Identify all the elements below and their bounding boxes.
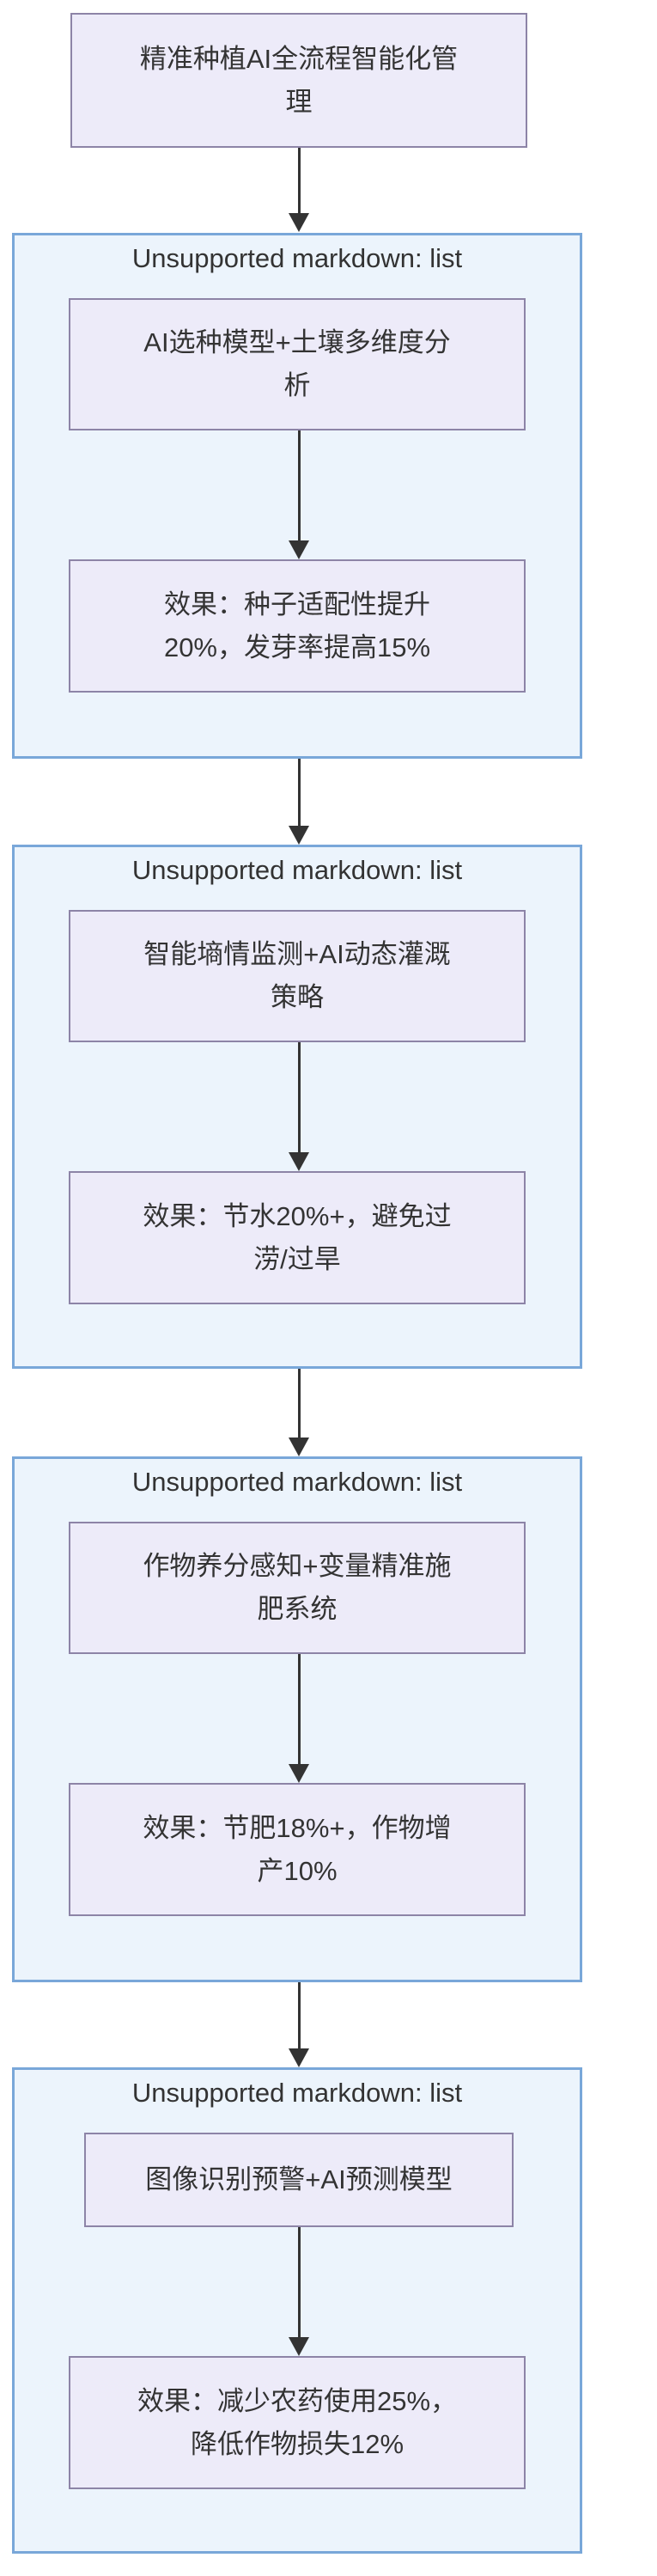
flow-arrow: [289, 2227, 309, 2356]
step-box: 图像识别预警+AI预测模型: [84, 2133, 514, 2227]
effect-box: 效果：种子适配性提升 20%，发芽率提高15%: [69, 559, 526, 693]
arrow-head-icon: [289, 2048, 309, 2067]
step-text-line: 作物养分感知+变量精准施: [143, 1551, 452, 1581]
arrow-head-icon: [289, 213, 309, 232]
arrow-shaft: [297, 1369, 301, 1439]
step-text-line: 智能墒情监测+AI动态灌溉: [143, 939, 451, 969]
arrow-shaft: [297, 430, 301, 542]
arrow-shaft: [297, 1654, 301, 1766]
effect-text-line: 效果：节肥18%+，作物增: [143, 1812, 452, 1843]
step-box: 智能墒情监测+AI动态灌溉 策略: [69, 910, 526, 1042]
unsupported-markdown-label: Unsupported markdown: list: [131, 243, 463, 273]
step-text-line: AI选种模型+土壤多维度分: [143, 327, 451, 357]
arrow-head-icon: [289, 1438, 309, 1456]
arrow-shaft: [297, 759, 301, 827]
step-text-line: 析: [283, 370, 311, 400]
flow-arrow: [289, 1369, 309, 1456]
arrow-shaft: [297, 148, 301, 215]
list-group-2: Unsupported markdown: list 智能墒情监测+AI动态灌溉…: [12, 845, 582, 1369]
unsupported-markdown-label: Unsupported markdown: list: [131, 2078, 463, 2108]
list-group-4: Unsupported markdown: list 图像识别预警+AI预测模型…: [12, 2067, 582, 2554]
list-group-1: Unsupported markdown: list AI选种模型+土壤多维度分…: [12, 233, 582, 759]
effect-box: 效果：减少农药使用25%， 降低作物损失12%: [69, 2356, 526, 2489]
effect-box: 效果：节水20%+，避免过 涝/过旱: [69, 1171, 526, 1304]
effect-text-line: 降低作物损失12%: [190, 2428, 405, 2459]
list-group-3: Unsupported markdown: list 作物养分感知+变量精准施 …: [12, 1456, 582, 1982]
arrow-head-icon: [289, 826, 309, 845]
effect-box: 效果：节肥18%+，作物增 产10%: [69, 1783, 526, 1916]
unsupported-markdown-label: Unsupported markdown: list: [131, 855, 463, 885]
unsupported-markdown-label: Unsupported markdown: list: [131, 1467, 463, 1497]
step-text-line: 图像识别预警+AI预测模型: [145, 2164, 453, 2194]
arrow-head-icon: [289, 2337, 309, 2356]
flow-arrow: [289, 148, 309, 232]
arrow-shaft: [297, 2227, 301, 2339]
root-node-text-line: 精准种植AI全流程智能化管: [139, 43, 459, 74]
effect-text-line: 20%，发芽率提高15%: [163, 632, 431, 662]
flow-arrow: [289, 430, 309, 559]
arrow-head-icon: [289, 1152, 309, 1171]
flow-arrow: [289, 1042, 309, 1171]
step-box: 作物养分感知+变量精准施 肥系统: [69, 1522, 526, 1654]
arrow-head-icon: [289, 540, 309, 559]
root-node: 精准种植AI全流程智能化管 理: [70, 13, 527, 148]
flow-arrow: [289, 1654, 309, 1783]
effect-text-line: 产10%: [257, 1855, 338, 1886]
step-text-line: 肥系统: [257, 1594, 338, 1624]
root-node-text-line: 理: [285, 86, 313, 117]
effect-text-line: 效果：节水20%+，避免过: [143, 1200, 452, 1231]
arrow-shaft: [297, 1982, 301, 2050]
step-text-line: 策略: [271, 982, 324, 1012]
effect-text-line: 效果：种子适配性提升: [164, 589, 430, 620]
step-box: AI选种模型+土壤多维度分 析: [69, 298, 526, 430]
arrow-shaft: [297, 1042, 301, 1154]
flow-arrow: [289, 1982, 309, 2067]
arrow-head-icon: [289, 1764, 309, 1783]
effect-text-line: 效果：减少农药使用25%，: [137, 2385, 458, 2416]
flow-arrow: [289, 759, 309, 845]
effect-text-line: 涝/过旱: [253, 1243, 341, 1274]
